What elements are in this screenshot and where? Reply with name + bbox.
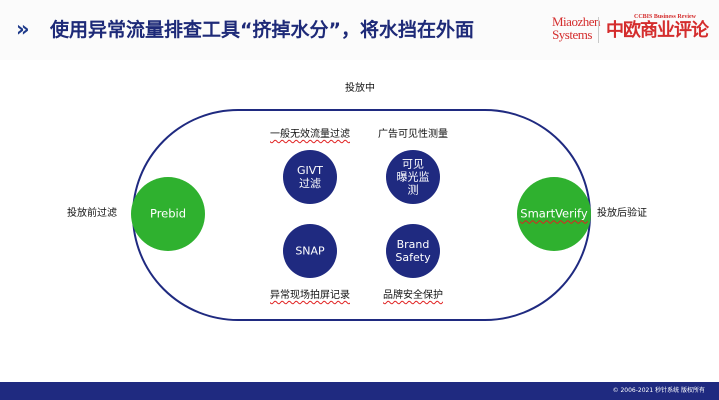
brand-line2: Safety [395, 251, 431, 264]
copyright-text: © 2006-2021 秒针系统 版权所有 [612, 387, 705, 394]
givt-line2: 过滤 [298, 177, 321, 190]
snap-label: SNAP [295, 245, 324, 258]
miaozhen-logo: Miaozhen Systems [552, 14, 600, 42]
visibility-measure-label: 广告可见性测量 [378, 129, 448, 140]
brand-safety-circle-label: Brand Safety [395, 238, 430, 264]
exposure-line3: 测 [407, 183, 419, 197]
exposure-line2: 曝光监 [396, 170, 430, 184]
miaozhen-logo-line1: Miaozhen [552, 14, 600, 29]
snap-text: SNAP [295, 244, 325, 258]
exposure-line1: 可见 [402, 157, 424, 171]
brand-line1: Brand [396, 238, 430, 251]
snap-circle [283, 224, 337, 278]
brand-safety-circle [386, 224, 440, 278]
smartverify-label: SmartVerify [520, 206, 588, 221]
miaozhen-logo-line2: Systems [552, 27, 592, 42]
prebid-label: Prebid [149, 206, 187, 221]
prebid-circle [131, 177, 205, 251]
exposure-label: 可见 曝光监 测 [397, 158, 430, 197]
givt-label: GIVT 过滤 [297, 164, 323, 190]
smartverify-circle [517, 177, 591, 251]
page-title: 使用异常流量排查工具“挤掉水分”，将水挡在外面 [50, 19, 474, 41]
in-flight-label: 投放中 [345, 83, 375, 94]
prebid-text: Prebid [149, 206, 187, 221]
pre-bid-filter-label: 投放前过滤 [67, 208, 117, 219]
header-bar [0, 0, 719, 60]
givt-circle [283, 150, 337, 204]
cbr-logo-chinese: 中欧商业评论 [606, 20, 709, 41]
logo-divider [598, 17, 599, 43]
screenshot-record-label: 异常现场拍屏记录 [270, 290, 350, 301]
exposure-circle [386, 150, 440, 204]
giv-filter-label: 一般无效流量过滤 [270, 129, 350, 140]
givt-line1: GIVT [296, 164, 324, 177]
smartverify-text: SmartVerify [520, 206, 588, 221]
cbr-logo-english: CCBIS Business Review [634, 14, 697, 20]
brand-safety-label: 品牌安全保护 [383, 290, 443, 301]
post-verify-label: 投放后验证 [597, 208, 647, 219]
footer-bar [0, 382, 719, 400]
